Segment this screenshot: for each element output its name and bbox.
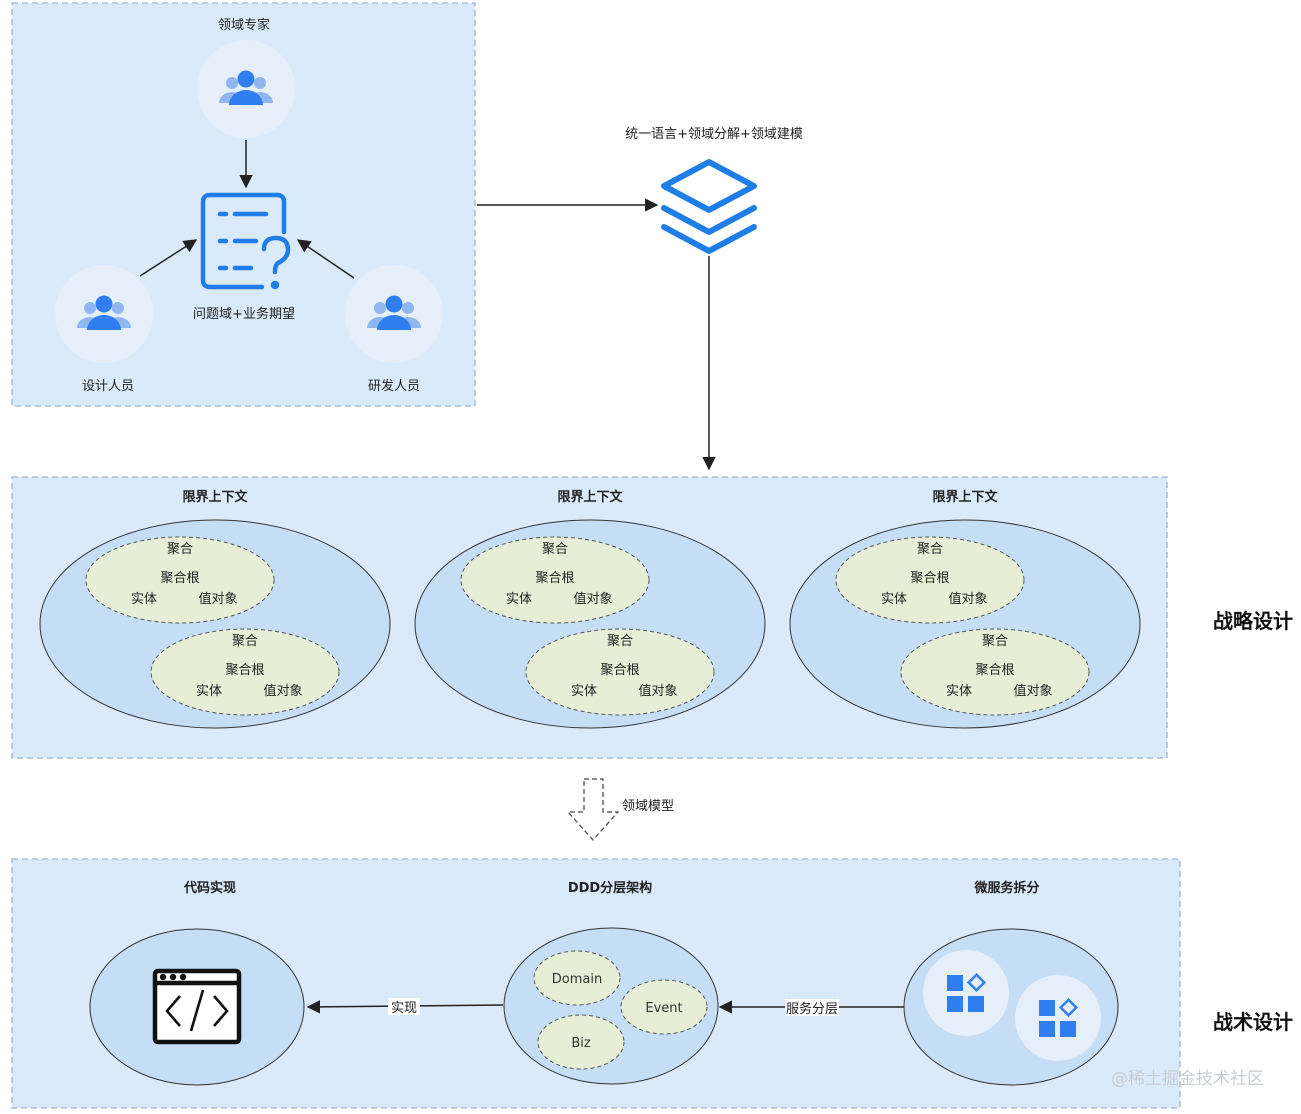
domain-node — [533, 950, 621, 1006]
aggregate-ellipse — [460, 536, 650, 624]
code-title: 代码实现 — [183, 880, 236, 896]
aggregate-root-label: 聚合根 — [910, 571, 949, 586]
aggregate-title: 聚合 — [607, 634, 633, 649]
value-object-label: 值对象 — [198, 591, 237, 607]
aggregate-ellipse — [835, 536, 1025, 624]
arrow-developer-to-problem — [296, 239, 355, 279]
aggregate-root-label: 聚合根 — [535, 571, 574, 586]
aggregate-root-label: 聚合根 — [975, 663, 1014, 678]
expert-avatar — [197, 40, 295, 138]
aggregate-ellipse — [900, 628, 1090, 716]
bounded-context: 限界上下文聚合聚合根实体值对象聚合聚合根实体值对象 — [414, 489, 766, 729]
micro-title: 微服务拆分 — [973, 880, 1039, 896]
entity-label: 实体 — [506, 592, 532, 607]
microservice-icon-2 — [1015, 975, 1101, 1061]
strategic-design-label: 战略设计 — [1213, 609, 1293, 633]
context-title: 限界上下文 — [932, 489, 998, 505]
domain-label: Domain — [552, 972, 602, 987]
value-object-label: 值对象 — [1013, 683, 1052, 699]
entity-label: 实体 — [196, 684, 222, 699]
layers-icon — [661, 159, 757, 254]
designer-avatar — [55, 265, 153, 363]
bounded-context: 限界上下文聚合聚合根实体值对象聚合聚合根实体值对象 — [39, 489, 391, 729]
entity-label: 实体 — [571, 684, 597, 699]
domain-model-arrow — [566, 778, 620, 841]
aggregate-root-label: 聚合根 — [160, 571, 199, 586]
modeling-label: 统一语言+领域分解+领域建模 — [625, 127, 803, 142]
bounded-context: 限界上下文聚合聚合根实体值对象聚合聚合根实体值对象 — [789, 489, 1141, 729]
value-object-label: 值对象 — [263, 683, 302, 699]
aggregate-title: 聚合 — [167, 542, 193, 557]
value-object-label: 值对象 — [573, 591, 612, 607]
arrow-designer-to-problem — [139, 239, 198, 277]
developer-label: 研发人员 — [368, 378, 420, 394]
aggregate-title: 聚合 — [917, 542, 943, 557]
aggregate-title: 聚合 — [232, 634, 258, 649]
aggregate-title: 聚合 — [982, 634, 1008, 649]
watermark: @稀土掘金技术社区 — [1111, 1069, 1264, 1089]
biz-label: Biz — [571, 1036, 591, 1051]
context-title: 限界上下文 — [557, 489, 623, 505]
aggregate-ellipse — [525, 628, 715, 716]
designer-label: 设计人员 — [82, 379, 134, 394]
implement-label: 实现 — [391, 1001, 417, 1016]
value-object-label: 值对象 — [948, 591, 987, 607]
developer-avatar — [345, 265, 443, 363]
aggregate-ellipse — [85, 536, 275, 624]
value-object-label: 值对象 — [638, 683, 677, 699]
code-window-icon — [152, 968, 242, 1045]
biz-node — [537, 1014, 625, 1070]
entity-label: 实体 — [946, 684, 972, 699]
entity-label: 实体 — [131, 592, 157, 607]
context-title: 限界上下文 — [182, 489, 248, 505]
expert-label: 领域专家 — [218, 17, 270, 33]
domain-model-label: 领域模型 — [622, 799, 674, 814]
problem-domain-label: 问题域+业务期望 — [193, 306, 295, 322]
aggregate-root-label: 聚合根 — [600, 663, 639, 678]
bounded-contexts: 限界上下文聚合聚合根实体值对象聚合聚合根实体值对象限界上下文聚合聚合根实体值对象… — [39, 489, 1141, 729]
aggregate-title: 聚合 — [542, 542, 568, 557]
tactical-design-label: 战术设计 — [1213, 1010, 1293, 1034]
service-layer-label: 服务分层 — [786, 1001, 838, 1017]
ddd-title: DDD分层架构 — [568, 880, 652, 896]
microservice-icon-1 — [923, 950, 1009, 1036]
document-question-icon — [200, 192, 291, 290]
entity-label: 实体 — [881, 592, 907, 607]
aggregate-ellipse — [150, 628, 340, 716]
event-node — [620, 979, 708, 1035]
aggregate-root-label: 聚合根 — [225, 663, 264, 678]
event-label: Event — [645, 1001, 682, 1016]
